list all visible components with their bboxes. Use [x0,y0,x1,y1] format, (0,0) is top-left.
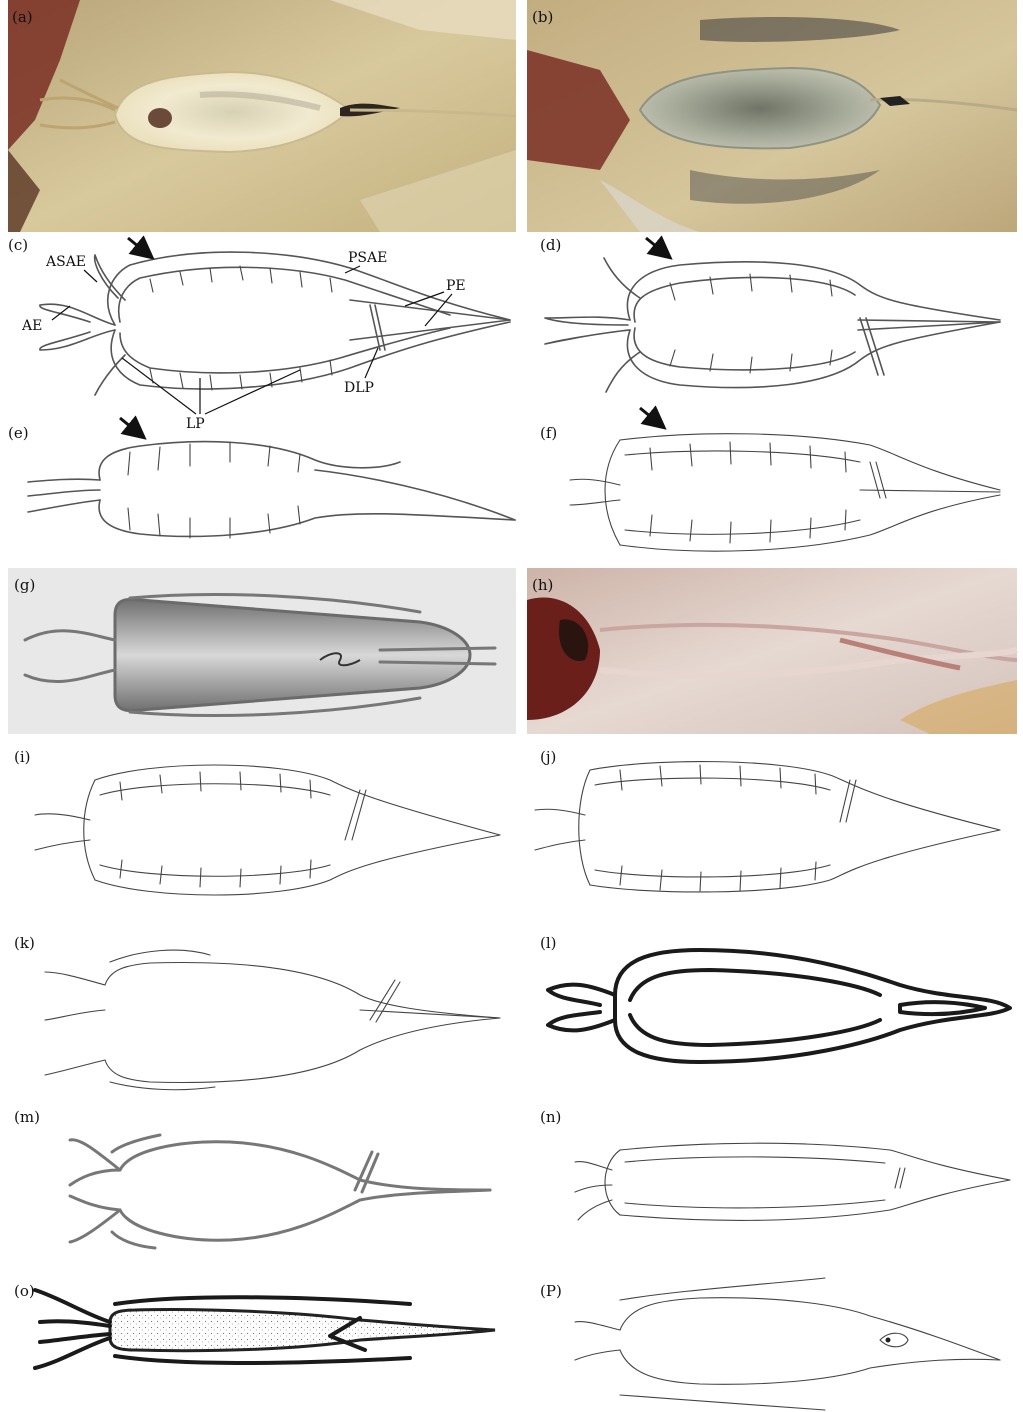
panel-k-drawing [45,950,500,1090]
panel-label-o: (o) [14,1282,35,1300]
label-asae: ASAE [45,254,86,270]
panel-label-b: (b) [532,8,553,26]
panel-c-drawing [40,252,510,395]
panel-o-drawing [35,1290,495,1368]
panel-g-drawing [8,568,516,734]
arrow-c [128,238,150,256]
panel-label-p: (P) [540,1282,562,1300]
panel-p-drawing [575,1278,1000,1410]
panel-i-drawing [35,765,500,895]
arrow-e [120,418,142,436]
panel-b-photo [527,0,1017,232]
panel-label-m: (m) [14,1108,40,1126]
panel-e-drawing [28,442,515,538]
pointer-ae [52,306,70,320]
label-psae: PSAE [348,250,387,266]
pointer-lp-1 [122,358,196,414]
panel-label-h: (h) [532,576,553,594]
panel-label-a: (a) [12,8,33,26]
label-lp: LP [186,416,205,432]
panel-label-e: (e) [8,424,29,442]
panel-n-drawing [575,1143,1010,1220]
panel-label-c: (c) [8,236,28,254]
arrow-f [640,408,662,426]
panel-d-drawing [545,258,1000,392]
panel-f-drawing [570,434,1000,551]
panel-h-photo [527,568,1017,734]
panel-label-d: (d) [540,236,561,254]
panel-l-drawing [548,950,1010,1062]
label-pe: PE [446,278,466,294]
pointer-lp-3 [205,370,300,414]
panel-label-f: (f) [540,424,557,442]
panel-label-n: (n) [540,1108,561,1126]
panel-label-i: (i) [14,748,31,766]
panel-m-drawing [70,1135,490,1248]
label-dlp: DLP [344,380,374,396]
arrow-d [646,238,668,256]
panel-label-j: (j) [540,748,556,766]
panel-label-l: (l) [540,934,557,952]
panel-label-g: (g) [14,576,35,594]
pointer-asae [84,270,97,282]
pointer-dlp [365,348,378,378]
panel-label-k: (k) [14,934,35,952]
panel-a-photo [8,0,516,232]
panel-j-drawing [535,762,1000,892]
label-ae: AE [21,318,42,334]
